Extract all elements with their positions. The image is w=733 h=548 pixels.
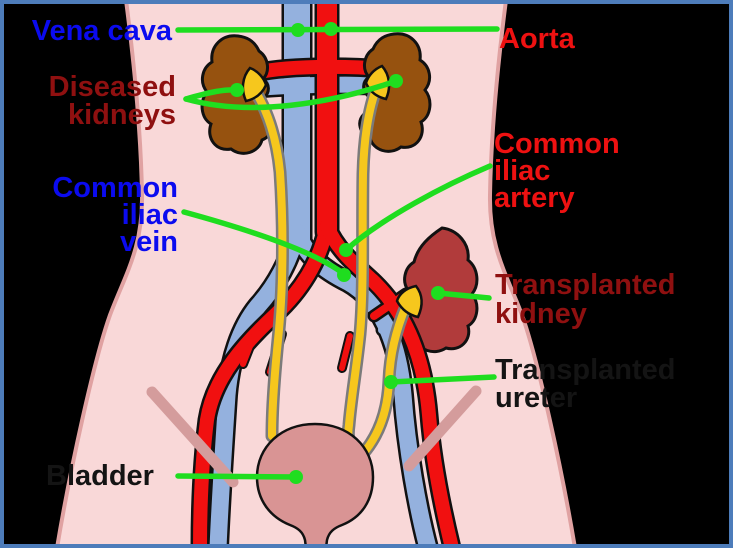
right-ureter: [344, 80, 382, 444]
left-kidney-dot: [230, 83, 244, 97]
label-common-iliac-artery-3: artery: [494, 182, 575, 214]
label-common-iliac-artery-1: Common: [494, 128, 620, 160]
transplanted-kidney-dot: [431, 286, 445, 300]
label-aorta: Aorta: [499, 23, 576, 55]
iliac-artery-dot: [339, 243, 353, 257]
labels: Vena cava Aorta Diseased kidneys Common …: [32, 15, 676, 492]
label-transplanted-kidney-1: Transplanted: [495, 269, 676, 301]
internal-iliac-branch: [240, 323, 261, 367]
label-transplanted-ureter-1: Transplanted: [495, 354, 676, 386]
bladder-pointer: [175, 473, 299, 480]
vena-cava-dot: [291, 23, 305, 37]
right-common-iliac-artery: [320, 219, 459, 548]
right-groin-crease: [403, 385, 482, 472]
label-common-iliac-artery-2: iliac: [494, 155, 550, 187]
label-transplanted-kidney-2: kidney: [495, 298, 587, 330]
transplanted-kidney-pointer: [435, 290, 492, 301]
common-iliac-vein-pointer: [181, 209, 347, 277]
left-common-iliac-artery: [193, 219, 334, 548]
transplant-renal-pelvis: [395, 284, 423, 319]
left-renal-pelvis: [241, 66, 268, 103]
transplanted-ureter-dot: [384, 375, 398, 389]
aorta-dot: [324, 22, 338, 36]
left-groin-crease: [146, 386, 239, 488]
label-common-iliac-vein-2: iliac: [122, 199, 178, 231]
label-bladder: Bladder: [46, 460, 154, 492]
diseased-kidneys-pointer-right: [183, 78, 399, 111]
left-ureter: [248, 82, 287, 440]
pointer-lines: [175, 22, 500, 484]
label-vena-cava: Vena cava: [32, 15, 173, 47]
label-common-iliac-vein-1: Common: [52, 172, 178, 204]
internal-iliac-branch: [339, 333, 353, 371]
right-kidney-dot: [389, 74, 403, 88]
common-iliac-artery-pointer: [343, 163, 493, 253]
label-diseased-kidneys-2: kidneys: [68, 99, 176, 131]
label-diseased-kidneys-1: Diseased: [49, 71, 176, 103]
bladder-dot: [289, 470, 303, 484]
transplanted-ureter-pointer: [388, 374, 497, 385]
iliac-vein-dot: [337, 268, 351, 282]
label-common-iliac-vein-3: vein: [120, 226, 178, 258]
label-transplanted-ureter-2: ureter: [495, 382, 577, 414]
